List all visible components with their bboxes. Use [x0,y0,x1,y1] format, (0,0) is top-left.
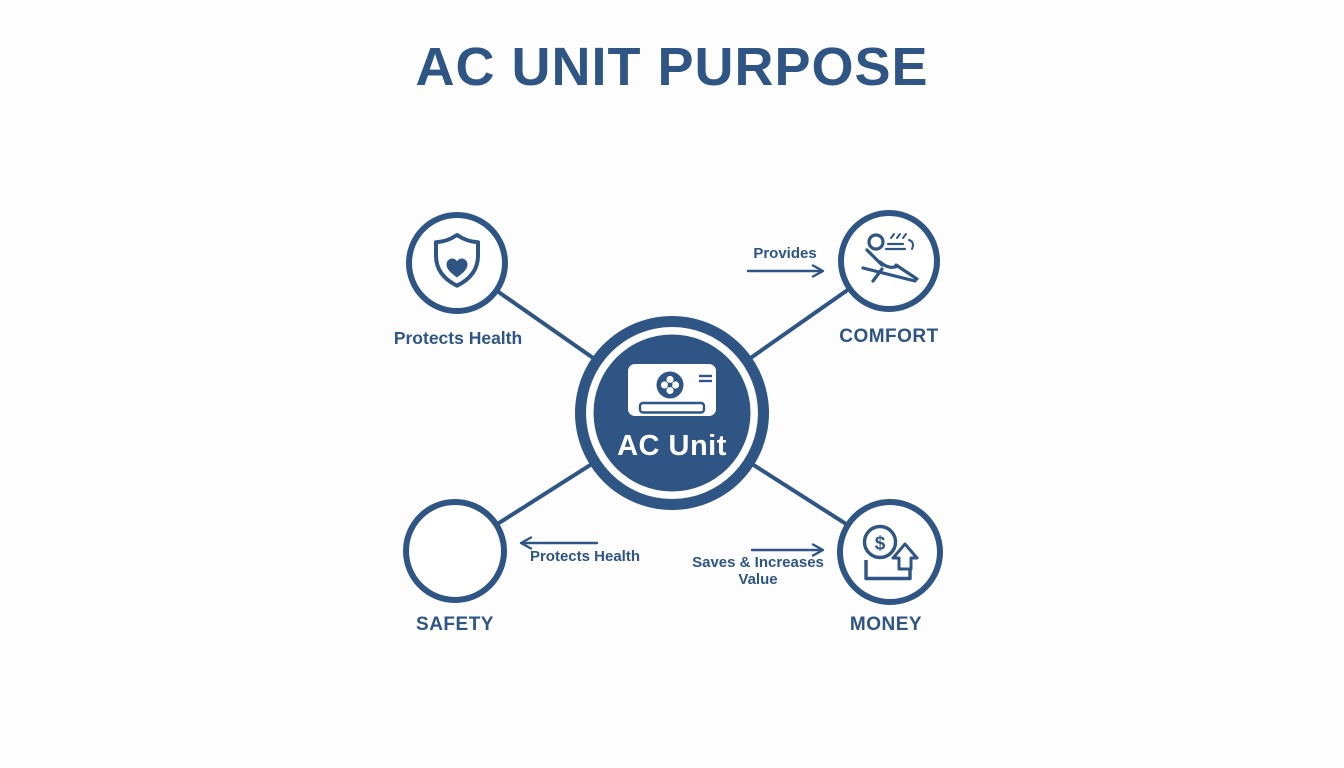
safety-circle [403,499,507,603]
node-health [406,212,508,314]
saves-value-annotation: Saves & Increases Value [692,554,824,588]
safety-node-label: SAFETY [416,614,494,635]
provides-annotation: Provides [753,245,817,262]
node-safety [403,499,507,603]
annotation-arrows [519,264,825,557]
provides-arrow-right [746,264,825,278]
page-title: AC UNIT PURPOSE [415,37,929,97]
money-node-label: MONEY [849,614,923,635]
dollar-icon-glyph: $ [875,534,886,555]
center-node [575,316,769,510]
ac-unit-icon [628,364,716,416]
comfort-node-label: COMFORT [839,326,939,347]
saves-value-arrow-right [750,543,825,557]
center-node-label: AC Unit [617,430,727,462]
node-comfort [838,210,940,312]
protects-health-arrow-left [519,536,599,550]
health-node-label: Protects Health [393,328,523,348]
node-money: $ [837,499,943,605]
breeze-icon [884,233,914,251]
dollar-growth-icon: $ [862,524,919,581]
comfort-circle [838,210,940,312]
person-relaxing-icon [861,233,919,283]
protects-health-annotation: Protects Health [529,548,641,565]
shield-heart-icon [434,233,480,288]
